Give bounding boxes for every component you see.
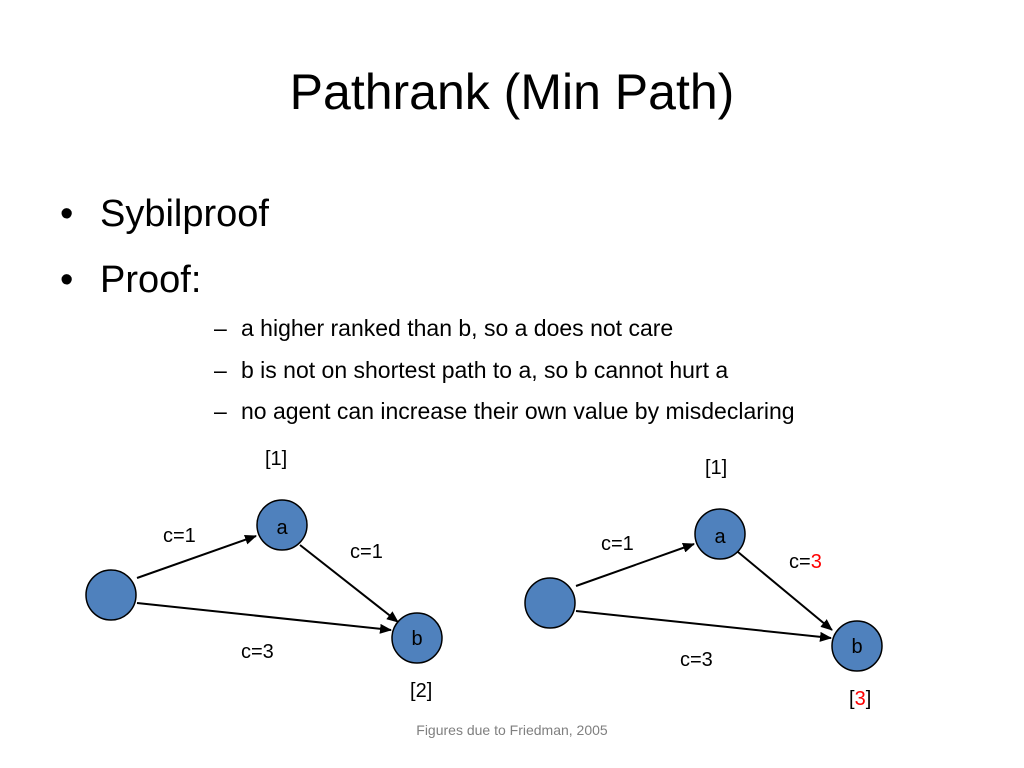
- node-b-label: b: [851, 636, 862, 658]
- edge-source-to-b-label: c=3: [680, 649, 713, 671]
- node-source: [524, 577, 576, 629]
- edge-a-to-b-label: c=3: [789, 551, 822, 573]
- node-source: [85, 569, 137, 621]
- edge-source-to-a-label: c=1: [601, 533, 634, 555]
- rank-a-label: [1]: [705, 457, 727, 479]
- edge-a-to-b-label: c=1: [350, 541, 383, 563]
- edge-source-to-b: [575, 610, 832, 642]
- edge-source-to-a: [136, 534, 257, 579]
- bullet-sybilproof: • Sybilproof: [60, 195, 269, 233]
- bullet-proof: • Proof:: [60, 261, 201, 299]
- sub-bullet-dash-icon: –: [214, 315, 227, 341]
- node-a: [694, 508, 746, 560]
- highlighted-rank: 3: [855, 688, 866, 710]
- bullet-dot-icon: •: [60, 259, 74, 301]
- highlighted-cost: 3: [811, 551, 822, 573]
- node-a-label: a: [276, 517, 288, 539]
- sub-bullet-dash-icon: –: [214, 398, 227, 424]
- sub-bullet-text: a higher ranked than b, so a does not ca…: [241, 315, 674, 341]
- node-a-label: a: [714, 526, 726, 548]
- rank-b-label: [2]: [410, 680, 432, 702]
- node-a: [256, 499, 308, 551]
- slide-title: Pathrank (Min Path): [289, 64, 735, 120]
- edge-a-to-b: [299, 544, 399, 623]
- rank-a-label: [1]: [265, 448, 287, 470]
- graph-2: a b c=1 c=3 c=3 [1] [3]: [524, 457, 883, 710]
- edge-source-to-b: [136, 602, 392, 634]
- edge-source-to-b-label: c=3: [241, 641, 274, 663]
- footer-citation: Figures due to Friedman, 2005: [416, 722, 608, 738]
- node-b: [831, 620, 883, 672]
- rank-b-label: [3]: [849, 688, 871, 710]
- node-b-label: b: [411, 628, 422, 650]
- sub-bullet-text: b is not on shortest path to a, so b can…: [241, 357, 729, 383]
- graph-1: a b c=1 c=1 c=3 [1] [2]: [85, 448, 443, 702]
- edge-a-to-b: [737, 551, 833, 631]
- bullet-text: Sybilproof: [100, 193, 269, 235]
- bullet-text: Proof:: [100, 259, 202, 301]
- sub-bullet-3: – no agent can increase their own value …: [214, 400, 795, 423]
- sub-bullet-1: – a higher ranked than b, so a does not …: [214, 317, 673, 340]
- sub-bullet-2: – b is not on shortest path to a, so b c…: [214, 359, 728, 382]
- edge-source-to-a: [575, 542, 695, 587]
- sub-bullet-text: no agent can increase their own value by…: [241, 398, 795, 424]
- bullet-dot-icon: •: [60, 193, 74, 235]
- node-b: [391, 612, 443, 664]
- edge-source-to-a-label: c=1: [163, 525, 196, 547]
- sub-bullet-dash-icon: –: [214, 357, 227, 383]
